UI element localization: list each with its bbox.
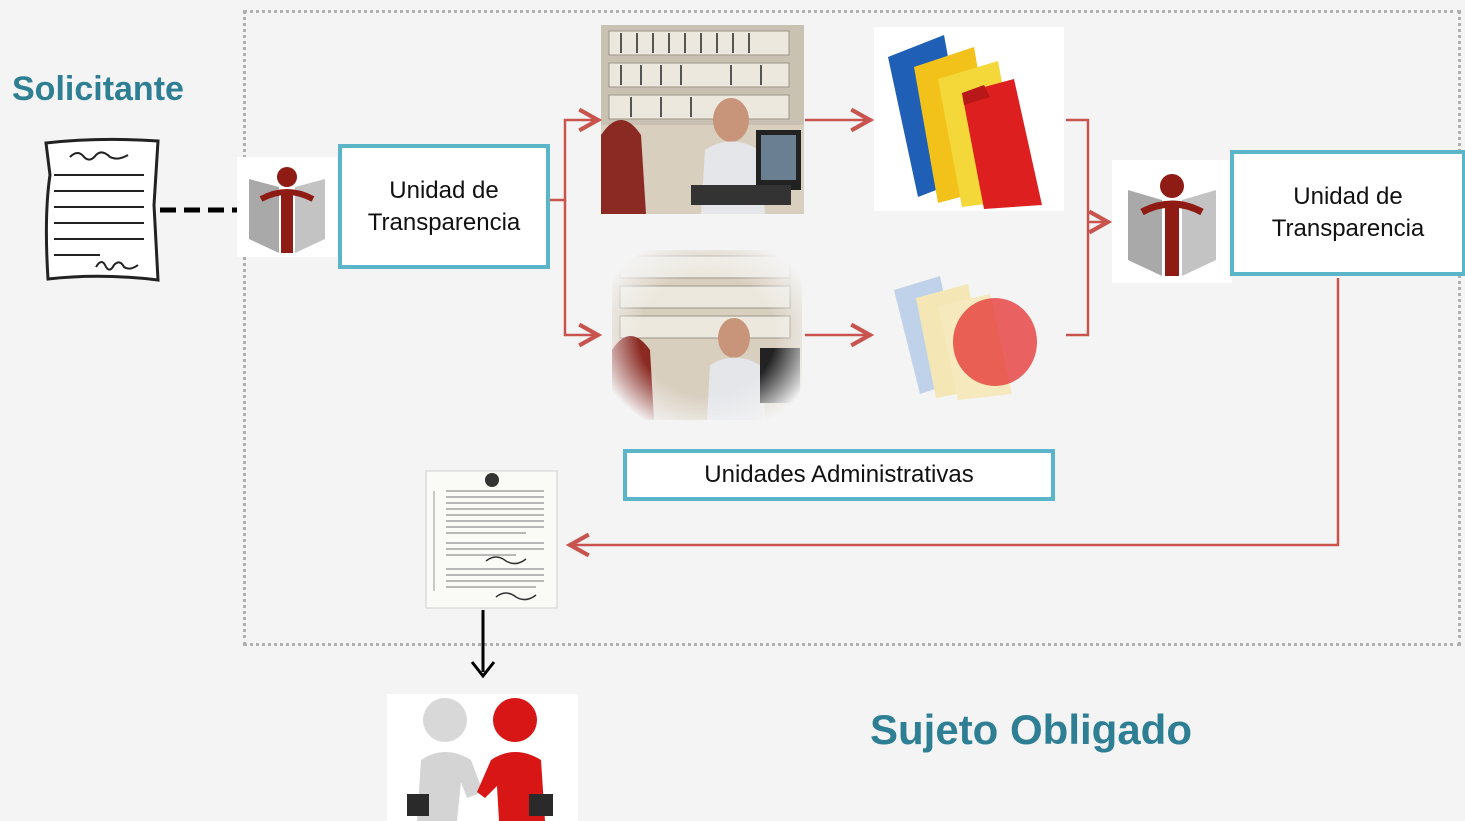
response-document-icon	[425, 470, 558, 609]
request-document-icon	[44, 137, 160, 282]
transparency-unit-label-line1: Unidad de	[389, 176, 499, 204]
folders-icon	[874, 27, 1064, 211]
transparency-logo-icon	[237, 157, 337, 257]
transparency-unit-box-right: Unidad de Transparencia	[1230, 150, 1465, 276]
transparency-unit-box-left: Unidad de Transparencia	[338, 144, 550, 269]
requester-heading: Solicitante	[12, 70, 184, 108]
transparency-unit-label-line2: Transparencia	[1271, 215, 1425, 242]
transparency-unit-label-line1: Unidad de	[1293, 183, 1403, 210]
office-worker-image	[601, 25, 804, 214]
folders-icon-faded	[894, 276, 1037, 400]
office-worker-image-faded	[612, 250, 802, 420]
request-connector	[160, 207, 240, 213]
obligated-subject-boundary	[243, 10, 1461, 646]
handshake-icon	[387, 694, 578, 821]
administrative-units-box: Unidades Administrativas	[623, 449, 1055, 501]
transparency-logo-icon-right	[1112, 160, 1232, 283]
transparency-unit-label-line2: Transparencia	[367, 208, 521, 236]
obligated-subject-heading: Sujeto Obligado	[870, 706, 1192, 753]
